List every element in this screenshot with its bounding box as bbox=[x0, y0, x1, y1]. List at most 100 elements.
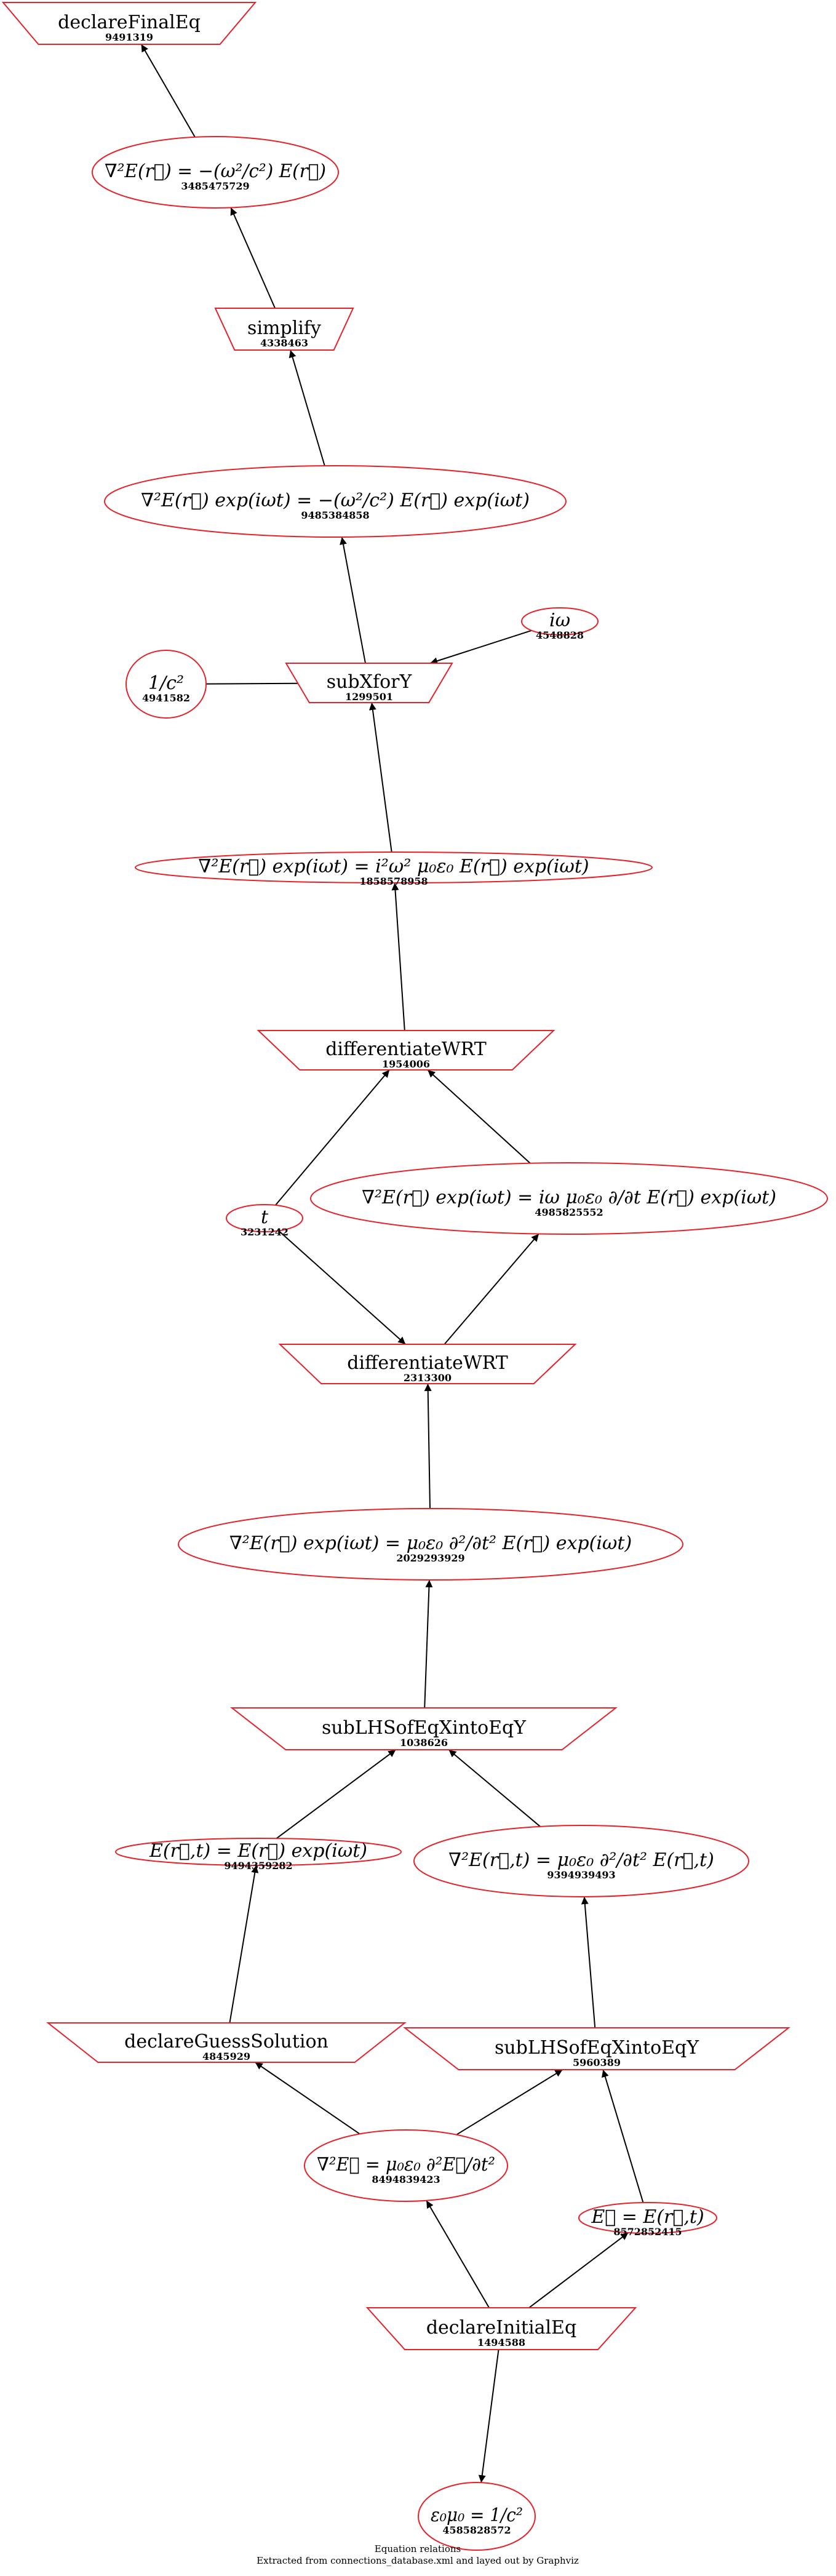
node-label: iω bbox=[549, 610, 570, 631]
node-label: E⃗ = E(r⃗,t) bbox=[591, 2206, 704, 2228]
node-id: 5960389 bbox=[573, 2057, 621, 2068]
node-id: 9485384858 bbox=[301, 509, 369, 521]
node-label: subLHSofEqXintoEqY bbox=[322, 1717, 527, 1739]
node-label: ∇²E(r⃗,t) = μ₀ε₀ ∂²/∂t² E(r⃗,t) bbox=[448, 1849, 714, 1871]
caption: Equation relations Extracted from connec… bbox=[257, 2543, 579, 2566]
expression-ellipse bbox=[125, 650, 207, 719]
edge-eq_final-to-declareFinalEq bbox=[140, 44, 196, 138]
edge-eq_wave_vector-to-subLHSofEqXintoEqY_bottom bbox=[456, 2069, 563, 2135]
node-label: ε₀μ₀ = 1/c² bbox=[431, 2505, 523, 2526]
node-label: ∇²E(r⃗) exp(iωt) = μ₀ε₀ ∂²/∂t² E(r⃗) exp… bbox=[229, 1533, 632, 1554]
node-id: 1954006 bbox=[382, 1058, 430, 1070]
node-id: 8572852415 bbox=[613, 2226, 682, 2238]
inference-trapezoid bbox=[46, 2022, 407, 2063]
node-eq_final[interactable]: ∇²E(r⃗) = −(ω²/c²) E(r⃗)3485475729 bbox=[92, 136, 339, 209]
node-label: simplify bbox=[247, 317, 321, 339]
node-label: ∇²E(r⃗) exp(iωt) = i²ω² μ₀ε₀ E(r⃗) exp(i… bbox=[198, 856, 589, 877]
expression-ellipse bbox=[413, 1825, 749, 1897]
node-label: declareInitialEq bbox=[426, 2317, 576, 2339]
node-id: 4338463 bbox=[260, 337, 308, 349]
expression-ellipse bbox=[115, 1838, 402, 1866]
edge-eq_first_deriv-to-differentiateWRT_top bbox=[427, 1069, 531, 1164]
node-eq_guess[interactable]: E(r⃗,t) = E(r⃗) exp(iωt)9494359282 bbox=[115, 1838, 402, 1872]
node-eq_wave_scalar[interactable]: ∇²E(r⃗,t) = μ₀ε₀ ∂²/∂t² E(r⃗,t)939493949… bbox=[413, 1825, 749, 1897]
edge-eq_wave_vector-to-declareGuessSolution bbox=[255, 2062, 360, 2135]
edge-t_sym-to-differentiateWRT_bottom bbox=[278, 1230, 406, 1345]
node-label: declareGuessSolution bbox=[124, 2031, 328, 2052]
inference-trapezoid bbox=[257, 1030, 555, 1071]
edge-declareInitialEq-to-eq_E_vec bbox=[528, 2232, 629, 2308]
edge-declareInitialEq-to-eq_wave_vector bbox=[426, 2200, 490, 2308]
edge-layer bbox=[140, 44, 644, 2483]
edge-eq_wave_scalar-to-subLHSofEqXintoEqY_top bbox=[448, 1749, 541, 1827]
node-label: differentiateWRT bbox=[325, 1039, 487, 1060]
node-eq_simplify_in[interactable]: ∇²E(r⃗) exp(iωt) = −(ω²/c²) E(r⃗) exp(iω… bbox=[104, 465, 567, 538]
edge-eq_after_diff-to-subXforY bbox=[368, 702, 392, 853]
node-id: 4941582 bbox=[142, 692, 190, 704]
node-id: 1494588 bbox=[477, 2337, 525, 2348]
node-label: ∇²E(r⃗) exp(iωt) = −(ω²/c²) E(r⃗) exp(iω… bbox=[141, 490, 530, 511]
node-id: 8494839423 bbox=[372, 2174, 440, 2185]
node-label: subLHSofEqXintoEqY bbox=[495, 2037, 699, 2059]
node-label: ∇²E⃗ = μ₀ε₀ ∂²E⃗/∂t² bbox=[317, 2154, 495, 2175]
expression-ellipse bbox=[92, 136, 339, 209]
node-id: 9494359282 bbox=[224, 1860, 292, 1872]
expression-ellipse bbox=[226, 1204, 303, 1232]
edge-iomega_sym-to-subXforY bbox=[429, 629, 532, 665]
node-label: E(r⃗,t) = E(r⃗) exp(iωt) bbox=[149, 1840, 367, 1862]
edge-declareGuessSolution-to-eq_guess bbox=[229, 1865, 259, 2024]
node-eq_after_diff[interactable]: ∇²E(r⃗) exp(iωt) = i²ω² μ₀ε₀ E(r⃗) exp(i… bbox=[135, 851, 653, 887]
edge-t_sym-to-differentiateWRT_top bbox=[275, 1069, 390, 1206]
inference-trapezoid bbox=[278, 1344, 577, 1384]
node-label: t bbox=[261, 1206, 269, 1228]
expression-ellipse bbox=[418, 2482, 536, 2551]
node-id: 4585828572 bbox=[442, 2524, 511, 2536]
expression-ellipse bbox=[135, 851, 653, 883]
node-id: 4985825552 bbox=[535, 1206, 603, 1218]
caption-source: Extracted from connections_database.xml … bbox=[257, 2555, 579, 2566]
node-id: 9491319 bbox=[105, 31, 153, 43]
edge-declareInitialEq-to-eq_speed bbox=[478, 2349, 500, 2483]
edge-eq_E_vec-to-subLHSofEqXintoEqY_bottom bbox=[602, 2069, 644, 2203]
node-label: 1/c² bbox=[148, 672, 184, 694]
caption-title: Equation relations bbox=[375, 2543, 461, 2554]
inference-trapezoid bbox=[1, 2, 257, 45]
node-id: 1299501 bbox=[345, 691, 393, 703]
node-eq_second_deriv[interactable]: ∇²E(r⃗) exp(iωt) = μ₀ε₀ ∂²/∂t² E(r⃗) exp… bbox=[178, 1508, 683, 1581]
node-eq_first_deriv[interactable]: ∇²E(r⃗) exp(iωt) = iω μ₀ε₀ ∂/∂t E(r⃗) ex… bbox=[310, 1162, 828, 1235]
node-id: 1858578958 bbox=[359, 875, 428, 887]
expression-ellipse bbox=[304, 2129, 508, 2202]
edge-eq_second_deriv-to-differentiateWRT_bottom bbox=[424, 1383, 432, 1509]
edge-differentiateWRT_top-to-eq_after_diff bbox=[391, 882, 405, 1031]
edge-subXforY-to-eq_simplify_in bbox=[340, 536, 366, 664]
node-id: 3485475729 bbox=[181, 180, 249, 192]
expression-ellipse bbox=[310, 1162, 828, 1235]
edge-eq_simplify_in-to-simplify bbox=[289, 349, 325, 466]
node-label: ∇²E(r⃗) = −(ω²/c²) E(r⃗) bbox=[105, 161, 326, 182]
node-id: 1038626 bbox=[400, 1737, 448, 1749]
inference-trapezoid bbox=[285, 663, 453, 703]
node-label: subXforY bbox=[327, 671, 413, 693]
edge-subLHSofEqXintoEqY_bottom-to-eq_wave_scalar bbox=[581, 1896, 596, 2028]
inference-trapezoid bbox=[403, 2027, 790, 2070]
inference-trapezoid bbox=[214, 308, 354, 351]
node-eq_E_vec[interactable]: E⃗ = E(r⃗,t)8572852415 bbox=[578, 2202, 717, 2238]
expression-ellipse bbox=[178, 1508, 683, 1581]
node-label: declareFinalEq bbox=[58, 12, 201, 33]
